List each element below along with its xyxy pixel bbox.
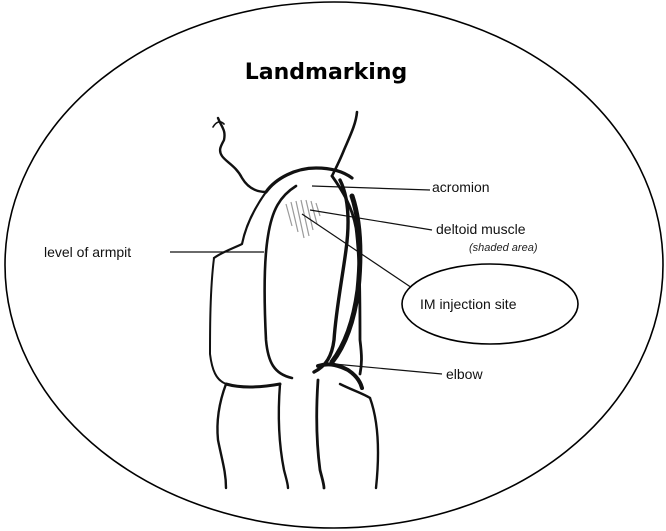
label-shaded-area: (shaded area) [469, 242, 538, 254]
label-elbow: elbow [446, 366, 483, 382]
label-im-injection-site: IM injection site [420, 296, 517, 312]
label-level-of-armpit: level of armpit [44, 244, 131, 260]
diagram-title: Landmarking [245, 60, 407, 85]
label-acromion: acromion [432, 179, 490, 195]
label-deltoid-muscle: deltoid muscle [436, 221, 526, 237]
